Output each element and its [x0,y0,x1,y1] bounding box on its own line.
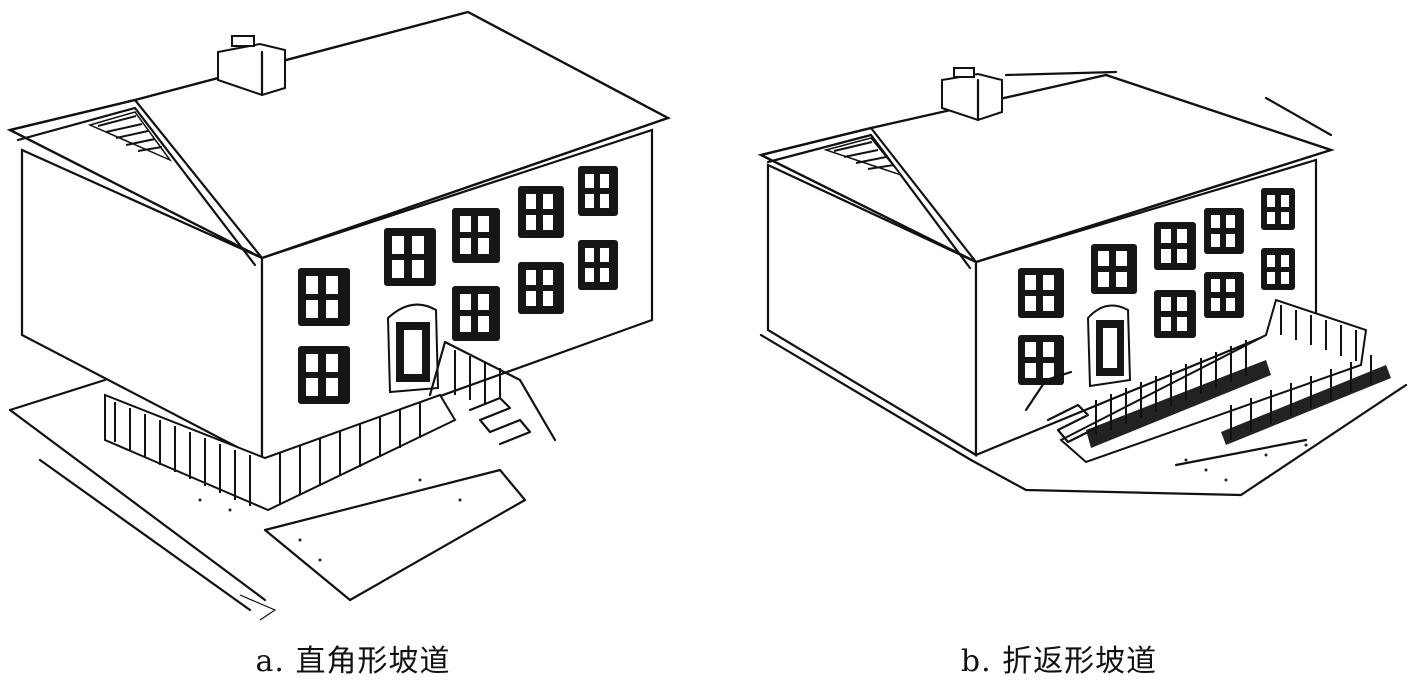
house-right-angle-ramp-illustration [6,10,672,621]
right-angle-ramp [104,340,557,512]
windows-lower-row [1018,248,1295,385]
windows-upper-row [298,166,618,326]
switchback-ramp [1024,298,1391,464]
figure-panel-switchback-ramp: b. 折返形坡道 [706,0,1412,686]
caption-switchback-ramp: b. 折返形坡道 [960,644,1158,679]
front-door [386,303,440,394]
ground-lines [759,70,1408,497]
gable-vent [823,137,904,177]
ground-texture [1184,443,1308,482]
house-switchback-ramp-illustration [757,67,1408,497]
chimney [217,35,286,97]
windows-upper-row [1018,188,1295,318]
figure-panel-right-angle-ramp: a. 直角形坡道 [6,10,672,679]
gable-vent [87,111,173,162]
windows-lower-row [298,240,618,404]
front-door [1086,304,1132,388]
caption-right-angle-ramp: a. 直角形坡道 [255,644,451,679]
ground-texture [198,478,462,562]
chimney [941,67,1003,122]
ground-lines [8,378,527,621]
